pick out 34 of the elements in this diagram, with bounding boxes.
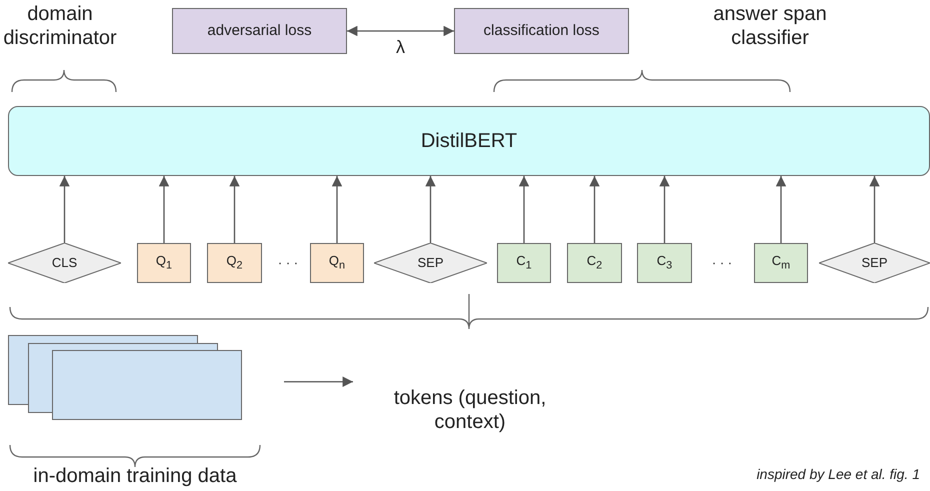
- ellipsis: · · ·: [710, 255, 734, 271]
- ellipsis: · · ·: [276, 255, 300, 271]
- loss-box: classification loss: [454, 8, 629, 54]
- arrow: [332, 176, 342, 243]
- arrow: [776, 176, 786, 243]
- brace-label: answer span classifier: [712, 2, 828, 50]
- question-token-box: Q$_{2}$: [207, 243, 262, 283]
- arrow: [59, 176, 70, 243]
- arrow: [229, 176, 240, 243]
- loss-box: adversarial loss: [172, 8, 347, 54]
- caption-text: in-domain training data: [32, 465, 238, 488]
- brace-label: domain discriminator: [2, 2, 118, 50]
- question-token-box: Q$_{n}$: [310, 243, 364, 283]
- arrow: [158, 176, 170, 243]
- context-token-box: C$_{m}$: [754, 243, 808, 283]
- arrow: [518, 176, 530, 243]
- special-token-diamond: CLS: [8, 243, 121, 283]
- special-token-diamond: SEP: [374, 243, 487, 283]
- question-token-box: Q$_{1}$: [137, 243, 191, 283]
- arrow: [869, 176, 880, 243]
- special-token-diamond: SEP: [819, 243, 930, 283]
- arrow: [347, 26, 454, 36]
- arrow: [659, 176, 670, 243]
- context-token-box: C$_{1}$: [497, 243, 551, 283]
- edge-label: λ: [395, 37, 406, 58]
- context-token-box: C$_{3}$: [637, 243, 692, 283]
- citation-note: inspired by Lee et al. fig. 1: [756, 466, 920, 483]
- arrow: [284, 376, 353, 387]
- arrow: [425, 176, 436, 243]
- context-token-box: C$_{2}$: [567, 243, 622, 283]
- arrow: [589, 176, 600, 243]
- model-box: DistilBERT: [8, 106, 930, 176]
- token-label: tokens (question, context): [360, 375, 580, 445]
- document-stack-drawing: [8, 335, 242, 420]
